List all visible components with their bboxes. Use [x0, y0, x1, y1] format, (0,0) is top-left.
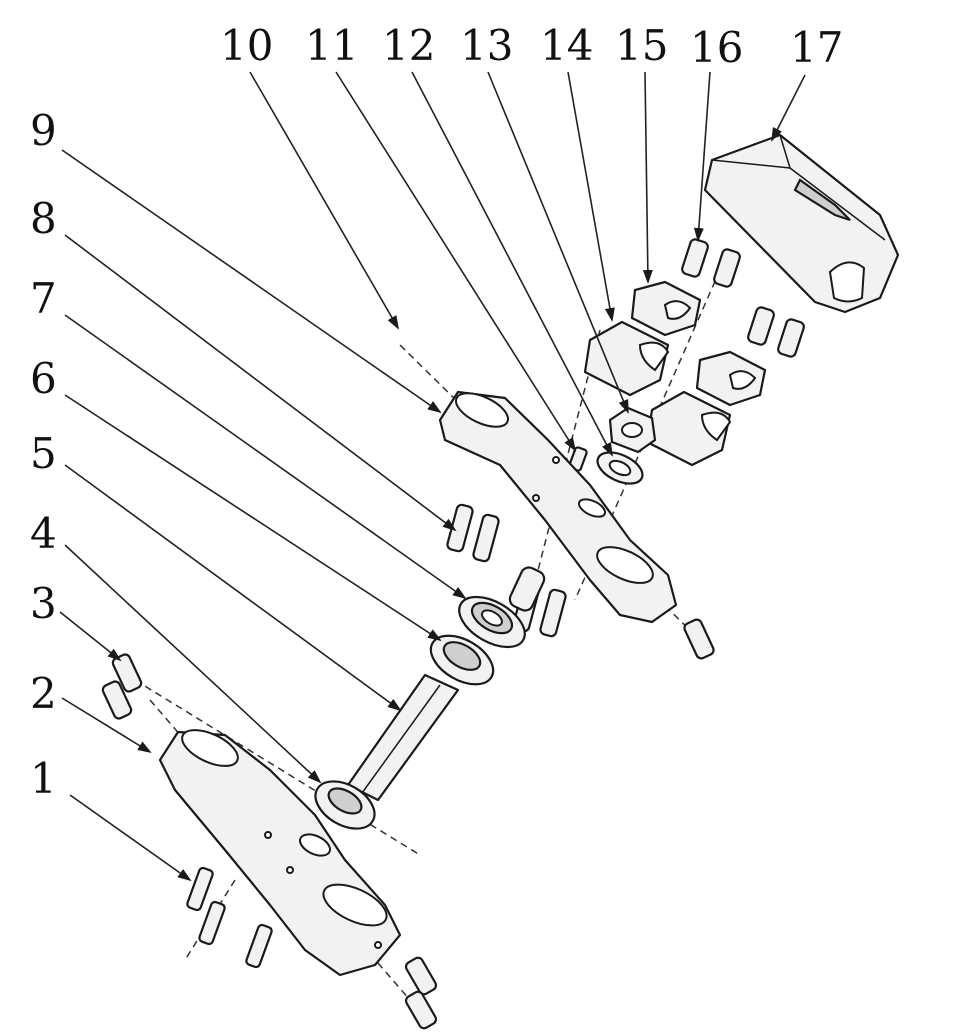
callout-16: 16: [690, 23, 743, 72]
callout-17: 17: [790, 23, 843, 72]
callout-7: 7: [30, 274, 57, 323]
callout-15: 15: [615, 21, 668, 70]
callout-4: 4: [30, 509, 57, 558]
callout-10: 10: [220, 21, 273, 70]
part-12-washer: [596, 451, 644, 485]
part-9-upper-triple-clamp: [438, 390, 678, 624]
part-13-nut: [608, 406, 657, 454]
callout-14: 14: [540, 21, 593, 70]
leader-lines: [59, 71, 806, 882]
callout-2: 2: [30, 669, 57, 718]
part-3-bolts: [101, 653, 143, 720]
callout-12: 12: [382, 21, 435, 70]
callout-1: 1: [30, 754, 57, 803]
callout-13: 13: [460, 21, 513, 70]
callout-5: 5: [30, 429, 57, 478]
part-7-bearing: [458, 566, 546, 649]
part-14-lower-clamps: [583, 320, 732, 467]
callout-11: 11: [305, 21, 358, 70]
callout-6: 6: [30, 354, 57, 403]
part-4-lower-bearing: [314, 780, 376, 830]
part-6-seal: [429, 634, 495, 686]
part-5-steering-stem: [346, 673, 460, 802]
part-17-cover: [703, 133, 900, 314]
callout-9: 9: [30, 106, 57, 155]
part-16-bolts: [681, 238, 805, 358]
part-15-upper-clamps: [630, 280, 767, 407]
part-2-lower-triple-clamp: [158, 729, 402, 977]
callout-labels: 1 2 3 4 5 6 7 8 9 10 11 12 13 14 15 16 1…: [30, 21, 843, 803]
callout-3: 3: [30, 579, 57, 628]
part-1-bolts: [186, 618, 715, 1030]
callout-8: 8: [30, 194, 57, 243]
